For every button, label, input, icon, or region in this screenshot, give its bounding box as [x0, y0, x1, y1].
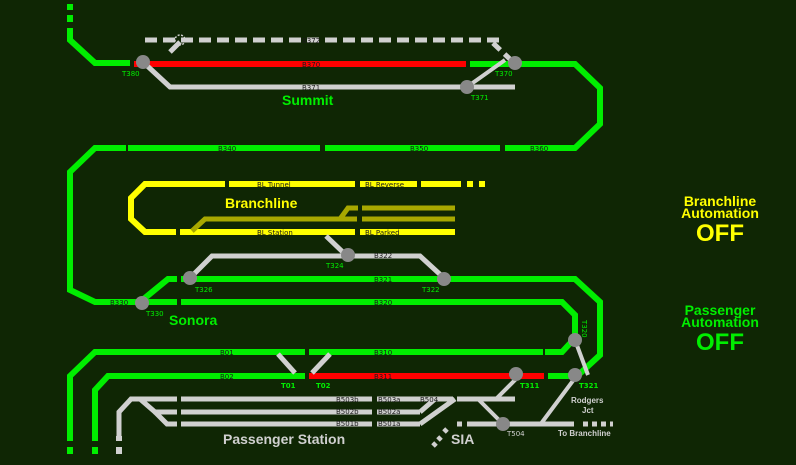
block-label-B501a: B501a [378, 420, 400, 428]
block-label-B350: B350 [410, 145, 428, 153]
turnout-T322[interactable] [437, 272, 451, 286]
passenger-automation-panel[interactable]: Passenger Automation OFF [670, 302, 770, 356]
track-SIA[interactable] [431, 427, 449, 448]
block-label-B503a: B503a [378, 396, 400, 404]
track-B320[interactable] [181, 299, 578, 355]
track-B503[interactable] [116, 396, 453, 440]
track-summit-approach [67, 28, 130, 66]
area-label-summit: Summit [282, 92, 334, 108]
turnout-T380[interactable] [136, 55, 150, 69]
branchline-automation-subtitle: Automation [681, 205, 759, 221]
block-label-B371: B371 [302, 84, 320, 92]
turnout-T504[interactable] [496, 417, 510, 431]
track-mainline-west [67, 145, 140, 305]
track-B322[interactable] [324, 234, 446, 280]
track-west-dashes [67, 436, 122, 454]
turnout-label-T326: T326 [194, 286, 213, 294]
turnout-label-T504: T504 [506, 430, 525, 438]
block-label-B311: B311 [374, 373, 392, 381]
block-label-B01: B01 [220, 349, 234, 357]
track-B01[interactable] [67, 349, 543, 440]
track-B501[interactable] [153, 410, 420, 427]
area-label-rodgers-jct-1: Rodgers [571, 396, 604, 405]
block-label-B02: B02 [220, 373, 234, 381]
area-label-passenger-station: Passenger Station [223, 431, 345, 447]
turnout-T321[interactable] [568, 368, 582, 382]
turnout-T320[interactable] [568, 333, 582, 347]
block-label-B330: B330 [110, 299, 128, 307]
passenger-automation-status[interactable]: OFF [696, 329, 744, 356]
area-label-sonora: Sonora [169, 312, 217, 328]
track-BL-loop[interactable] [128, 181, 225, 235]
block-label-B340: B340 [218, 145, 236, 153]
block-label-B502b: B502b [336, 408, 359, 416]
turnout-T326[interactable] [183, 271, 197, 285]
track-station-throat [418, 396, 457, 427]
block-label-BL-Tunnel: BL Tunnel [257, 181, 291, 189]
turnout-label-T311: T311 [520, 382, 540, 390]
turnout-T311[interactable] [509, 367, 523, 381]
block-label-B502a: B502a [378, 408, 400, 416]
turnout-label-T321: T321 [579, 382, 599, 390]
turnout-T371[interactable] [460, 80, 474, 94]
turnout-label-T320: T320 [580, 319, 588, 338]
track-T371-link [465, 58, 507, 89]
block-label-BL-Station: BL Station [257, 229, 293, 237]
block-label-B504: B504 [420, 396, 439, 404]
block-label-B321: B321 [374, 276, 392, 284]
turnout-T324[interactable] [341, 248, 355, 262]
area-label-to-branchline: To Branchline [558, 429, 611, 438]
area-label-sia: SIA [451, 431, 474, 447]
turnout-label-T322: T322 [421, 286, 440, 294]
track-B371[interactable] [141, 60, 515, 90]
block-label-B360: B360 [530, 145, 548, 153]
block-label-BL-Reverse: BL Reverse [365, 181, 404, 189]
turnout-T370[interactable] [508, 56, 522, 70]
block-label-B501b: B501b [336, 420, 359, 428]
track-T326-link [188, 253, 348, 280]
track-summit-east [470, 61, 603, 151]
turnout-label-T380: T380 [121, 70, 140, 78]
turnout-label-T01: T01 [281, 382, 296, 390]
branchline-automation-status[interactable]: OFF [696, 220, 744, 247]
block-label-BL-Parked: BL Parked [365, 229, 400, 237]
track-B372-link [168, 40, 182, 54]
turnout-label-T370: T370 [494, 70, 513, 78]
passenger-automation-title: Passenger [684, 302, 756, 318]
branchline-automation-title: Branchline [683, 193, 757, 209]
passenger-automation-subtitle: Automation [681, 314, 759, 330]
turnout-label-T02: T02 [316, 382, 331, 390]
turnout-label-T330: T330 [145, 310, 164, 318]
block-label-B372: B372 [302, 37, 320, 45]
turnouts [135, 55, 582, 431]
area-label-rodgers-jct-2: Jct [582, 406, 594, 415]
track-B02[interactable] [92, 373, 305, 440]
block-label-B370: B370 [302, 61, 320, 69]
block-label-B322: B322 [374, 252, 392, 260]
signal-icon [174, 34, 186, 46]
turnout-label-T324: T324 [325, 262, 344, 270]
track-T01-T02-cross [276, 352, 332, 375]
block-label-B503b: B503b [336, 396, 359, 404]
branchline-automation-panel[interactable]: Branchline Automation OFF [670, 193, 770, 247]
turnout-T330[interactable] [135, 296, 149, 310]
area-label-branchline: Branchline [225, 195, 298, 211]
block-label-B310: B310 [374, 349, 392, 357]
turnout-label-T371: T371 [470, 94, 489, 102]
block-label-B320: B320 [374, 299, 392, 307]
